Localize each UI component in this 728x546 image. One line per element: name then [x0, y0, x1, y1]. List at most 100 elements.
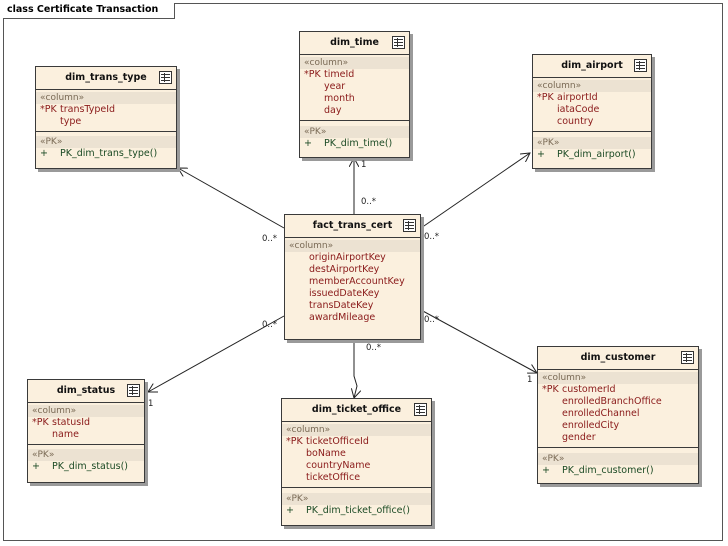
column-name: issuedDateKey [309, 288, 380, 299]
column-name: transDateKey [309, 300, 374, 311]
pk-marker [282, 472, 306, 484]
edge-fact-to-dim-customer [420, 309, 537, 373]
edge-fact-to-dim-ticket-office [354, 340, 357, 398]
pk-marker [285, 276, 309, 288]
pk-marker [300, 81, 324, 93]
pk-marker [285, 312, 309, 324]
pk-marker [282, 460, 306, 472]
pk-marker: *PK [537, 92, 554, 103]
column-row: country [533, 116, 651, 128]
column-name: boName [306, 448, 346, 459]
operation-name: PK_dim_status() [52, 461, 128, 472]
column-row: day [300, 105, 409, 117]
visibility-marker: + [537, 149, 545, 160]
multiplicity-label: 0..* [366, 343, 382, 353]
column-row: awardMileage [285, 312, 420, 324]
column-stereotype: «column» [282, 424, 431, 436]
column-row: boName [282, 448, 431, 460]
pk-marker [538, 396, 562, 408]
operations-section: «PK» +PK_dim_ticket_office() [282, 487, 431, 520]
column-name: enrolledChannel [562, 408, 640, 419]
column-stereotype: «column» [300, 57, 409, 69]
column-name: timeId [324, 69, 355, 80]
column-name: awardMileage [309, 312, 376, 323]
pk-marker: *PK [40, 104, 57, 115]
multiplicity-label: 0..* [424, 232, 440, 242]
pk-marker [538, 408, 562, 420]
multiplicity-label: 1 [148, 399, 154, 409]
operation-name: PK_dim_customer() [562, 465, 654, 476]
edge-fact-to-dim-trans-type [178, 168, 285, 229]
operation-name: PK_dim_time() [324, 138, 393, 149]
column-name: day [324, 105, 342, 116]
operation-row: +PK_dim_customer() [538, 465, 698, 477]
operations-section: «PK» +PK_dim_status() [28, 444, 144, 476]
pk-marker [285, 264, 309, 276]
column-name: name [52, 429, 79, 440]
column-row: name [28, 429, 144, 441]
column-name: destAirportKey [309, 264, 380, 275]
pk-marker: *PK [304, 69, 321, 80]
pk-marker [300, 105, 324, 117]
multiplicity-label: 0..* [424, 315, 440, 325]
pk-marker [285, 288, 309, 300]
column-row: transDateKey [285, 300, 420, 312]
pk-stereotype: «PK» [282, 493, 431, 505]
class-title: dim_time [330, 37, 379, 48]
operation-row: + PK_dim_time() [300, 138, 409, 150]
table-icon [159, 71, 172, 84]
pk-marker [282, 448, 306, 460]
pk-stereotype: «PK» [300, 126, 409, 138]
operations-section: «PK» +PK_dim_trans_type() [36, 131, 176, 163]
operations-section: «PK» + PK_dim_time() [300, 120, 409, 153]
table-icon [414, 403, 427, 416]
operations-section: «PK» + PK_dim_airport() [533, 131, 651, 164]
column-row: enrolledChannel [538, 408, 698, 420]
column-row: enrolledCity [538, 420, 698, 432]
pk-stereotype: «PK» [533, 137, 651, 149]
column-name: type [60, 116, 82, 127]
operation-name: PK_dim_airport() [557, 149, 636, 160]
pk-stereotype: «PK» [28, 449, 144, 461]
column-stereotype: «column» [36, 92, 176, 104]
pk-marker [285, 300, 309, 312]
visibility-marker: + [286, 505, 294, 516]
column-name: enrolledCity [562, 420, 620, 431]
columns-section: «column» originAirportKey destAirportKey… [285, 238, 420, 327]
column-stereotype: «column» [533, 80, 651, 92]
multiplicity-label: 1 [527, 375, 533, 385]
table-icon [681, 351, 694, 364]
column-name: memberAccountKey [309, 276, 405, 287]
pk-marker: *PK [32, 417, 49, 428]
column-stereotype: «column» [538, 372, 698, 384]
column-row: ticketOffice [282, 472, 431, 484]
column-row: gender [538, 432, 698, 444]
class-title: fact_trans_cert [312, 220, 393, 231]
operation-row: +PK_dim_ticket_office() [282, 505, 431, 517]
table-icon [634, 59, 647, 72]
pk-marker [28, 429, 52, 441]
visibility-marker: + [40, 148, 48, 159]
column-stereotype: «column» [28, 405, 144, 417]
class-fact-trans-cert[interactable]: fact_trans_cert «column» originAirportKe… [284, 214, 421, 340]
column-name: year [324, 81, 346, 92]
column-name: transTypeId [60, 104, 116, 115]
operations-section: «PK» +PK_dim_customer() [538, 447, 698, 480]
pk-stereotype: «PK» [36, 136, 176, 148]
operation-row: +PK_dim_status() [28, 461, 144, 473]
column-stereotype: «column» [285, 240, 420, 252]
visibility-marker: + [304, 138, 312, 149]
class-title: dim_customer [580, 352, 656, 363]
